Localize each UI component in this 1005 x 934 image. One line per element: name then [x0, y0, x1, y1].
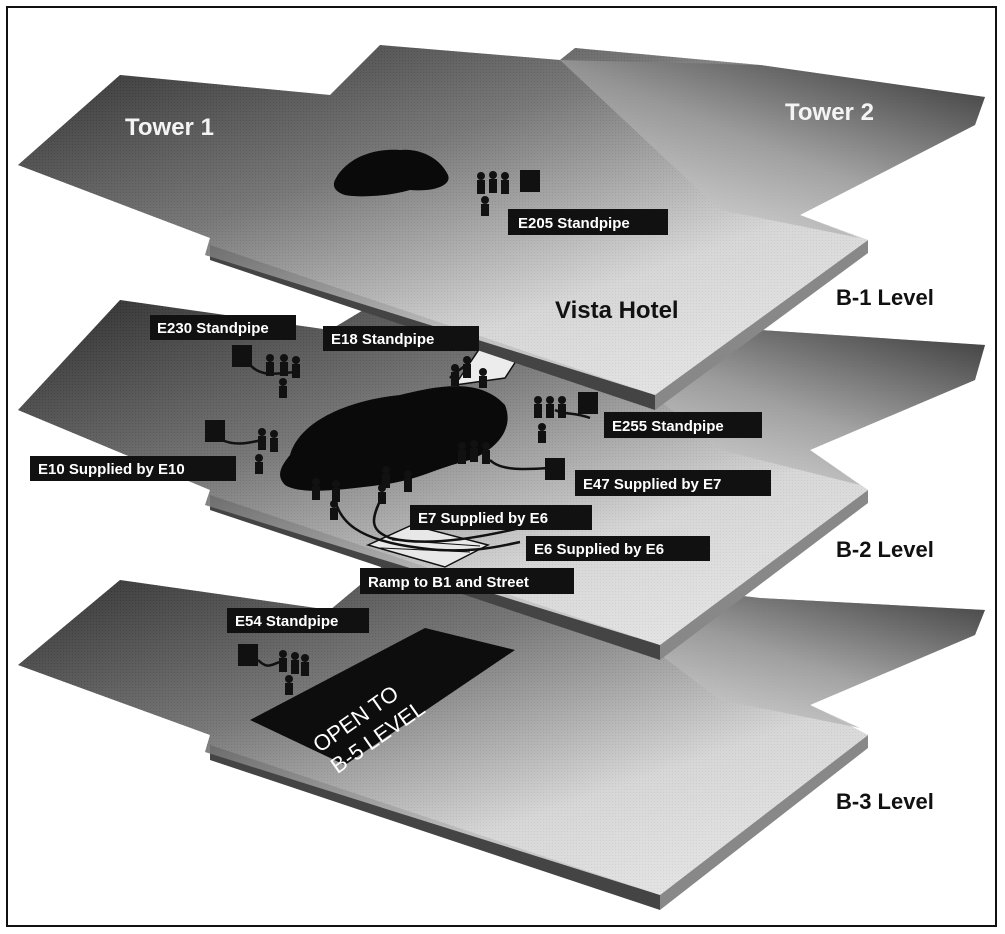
badge-e18: E18 Standpipe	[323, 326, 479, 351]
level-b2-slab	[18, 300, 985, 660]
badge-e47-text: E47 Supplied by E7	[583, 476, 721, 493]
badge-e255: E255 Standpipe	[604, 412, 762, 438]
level-b2-label: B-2 Level	[836, 537, 934, 562]
badge-e255-text: E255 Standpipe	[612, 418, 724, 435]
badge-e6-text: E6 Supplied by E6	[534, 541, 664, 558]
badge-e6: E6 Supplied by E6	[526, 536, 710, 561]
badge-e7-text: E7 Supplied by E6	[418, 510, 548, 527]
e54-standpipe-marker	[238, 644, 309, 695]
tower-1-label: Tower 1	[125, 114, 214, 141]
badge-e205-text: E205 Standpipe	[518, 215, 630, 232]
badge-e47: E47 Supplied by E7	[575, 470, 771, 496]
e10-standpipe-marker	[205, 420, 278, 474]
badge-e10: E10 Supplied by E10	[30, 456, 236, 481]
vista-hotel-label: Vista Hotel	[555, 297, 679, 324]
badge-e230-text: E230 Standpipe	[157, 320, 269, 337]
level-b3-slab	[18, 560, 985, 910]
badge-e205: E205 Standpipe	[508, 209, 668, 235]
badge-ramp-text: Ramp to B1 and Street	[368, 574, 529, 591]
badge-e54: E54 Standpipe	[227, 608, 369, 633]
e255-standpipe-marker	[534, 392, 598, 443]
badge-e18-text: E18 Standpipe	[331, 331, 434, 348]
b1-fire-area	[333, 149, 449, 197]
tower-2-label: Tower 2	[785, 99, 874, 126]
e47-standpipe-marker	[458, 440, 565, 480]
badge-e10-text: E10 Supplied by E10	[38, 461, 185, 478]
e7-e6-crew-markers	[312, 466, 412, 520]
badge-ramp: Ramp to B1 and Street	[360, 568, 574, 594]
badge-e54-text: E54 Standpipe	[235, 613, 338, 630]
level-b3-label: B-3 Level	[836, 789, 934, 814]
badge-e230: E230 Standpipe	[150, 315, 296, 340]
level-b1-label: B-1 Level	[836, 285, 934, 310]
e230-standpipe-marker	[232, 345, 300, 398]
e18-standpipe-marker	[451, 356, 487, 388]
e205-standpipe-marker	[477, 170, 540, 216]
b2-fire-area	[280, 386, 508, 491]
badge-e7: E7 Supplied by E6	[410, 505, 592, 530]
